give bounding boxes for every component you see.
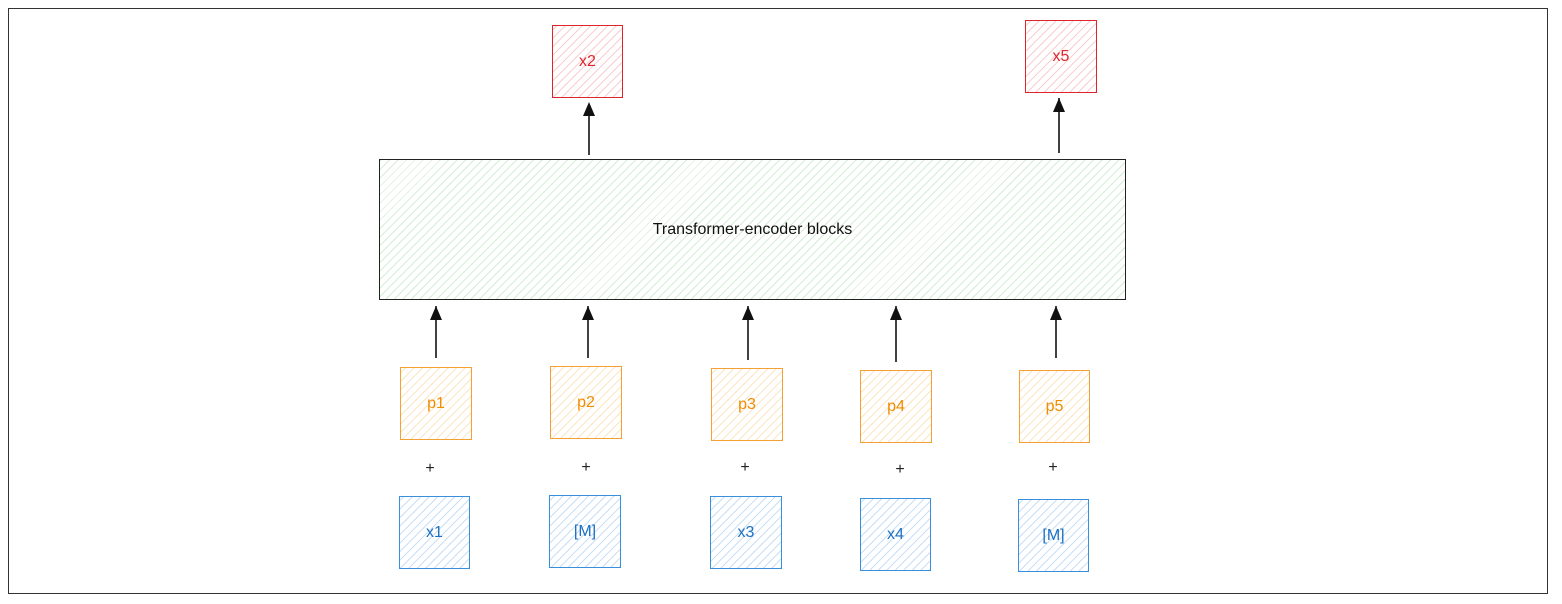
plus-sign-2: + — [581, 459, 591, 476]
position-embedding-p5: p5 — [1019, 370, 1090, 443]
input-token-x3: x3 — [710, 496, 782, 569]
position-embedding-p2: p2 — [550, 366, 622, 439]
position-embedding-p1: p1 — [400, 367, 472, 440]
transformer-encoder-block: Transformer-encoder blocks — [379, 159, 1126, 300]
position-embedding-p3: p3 — [711, 368, 783, 441]
plus-sign-3: + — [740, 459, 750, 476]
input-token-mask-2: [M] — [1018, 499, 1089, 572]
position-embedding-p4: p4 — [860, 370, 932, 443]
input-token-x1: x1 — [399, 496, 470, 569]
input-token-x4: x4 — [860, 498, 931, 571]
plus-sign-5: + — [1048, 459, 1058, 476]
output-token-x2: x2 — [552, 25, 623, 98]
output-token-x5: x5 — [1025, 20, 1097, 93]
plus-sign-4: + — [895, 461, 905, 478]
plus-sign-1: + — [425, 460, 435, 477]
input-token-mask-1: [M] — [549, 495, 621, 568]
